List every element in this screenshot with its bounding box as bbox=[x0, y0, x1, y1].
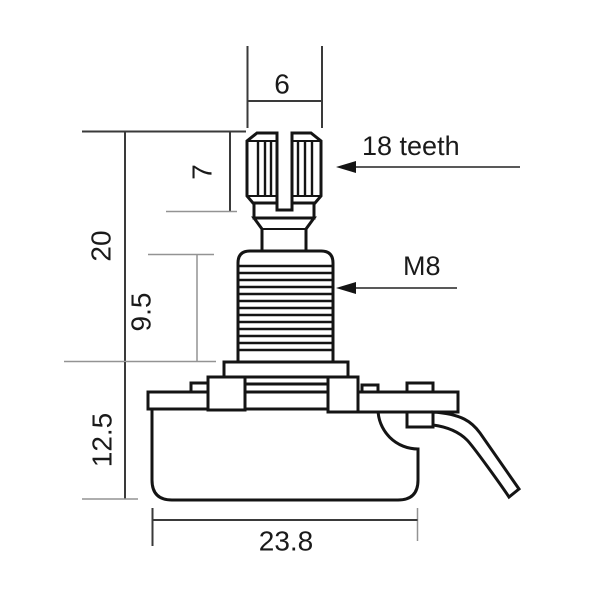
dim-body-depth: 12.5 bbox=[87, 413, 118, 468]
knurl-teeth-lines bbox=[247, 140, 321, 197]
dim-thread-length: 9.5 bbox=[126, 293, 157, 332]
teeth-arrowhead-icon bbox=[336, 161, 356, 173]
solder-lug bbox=[431, 410, 522, 500]
bushing-base bbox=[222, 360, 350, 379]
plate-strip bbox=[241, 382, 333, 394]
thread-arrowhead-icon bbox=[336, 282, 356, 294]
shaft-neck bbox=[251, 216, 317, 253]
right-plate bbox=[356, 390, 460, 414]
thread-lines bbox=[238, 264, 333, 352]
left-ear bbox=[146, 390, 212, 411]
threaded-bushing bbox=[236, 249, 335, 364]
dim-knurl-length: 7 bbox=[187, 164, 218, 180]
left-pedestal bbox=[206, 375, 247, 412]
dim-shaft-length: 20 bbox=[86, 230, 117, 261]
right-pedestal bbox=[326, 375, 360, 414]
terminal-block bbox=[405, 410, 435, 429]
right-tab-large bbox=[405, 381, 435, 394]
right-tab-small bbox=[360, 383, 380, 394]
potentiometer-body bbox=[146, 131, 522, 502]
knurl-right-half bbox=[290, 131, 323, 205]
dim-shaft-width: 6 bbox=[274, 69, 290, 100]
knurl-shoulder bbox=[252, 201, 316, 220]
knurl-left-half bbox=[245, 131, 279, 205]
label-thread-spec: M8 bbox=[403, 251, 441, 281]
leader-arrows bbox=[336, 161, 520, 294]
dimension-lines bbox=[64, 46, 419, 546]
dim-body-width: 23.8 bbox=[259, 526, 314, 557]
dimension-texts: 6 7 20 9.5 12.5 23.8 18 teeth M8 bbox=[86, 69, 460, 557]
label-teeth-count: 18 teeth bbox=[362, 131, 460, 161]
can-body bbox=[150, 407, 420, 502]
